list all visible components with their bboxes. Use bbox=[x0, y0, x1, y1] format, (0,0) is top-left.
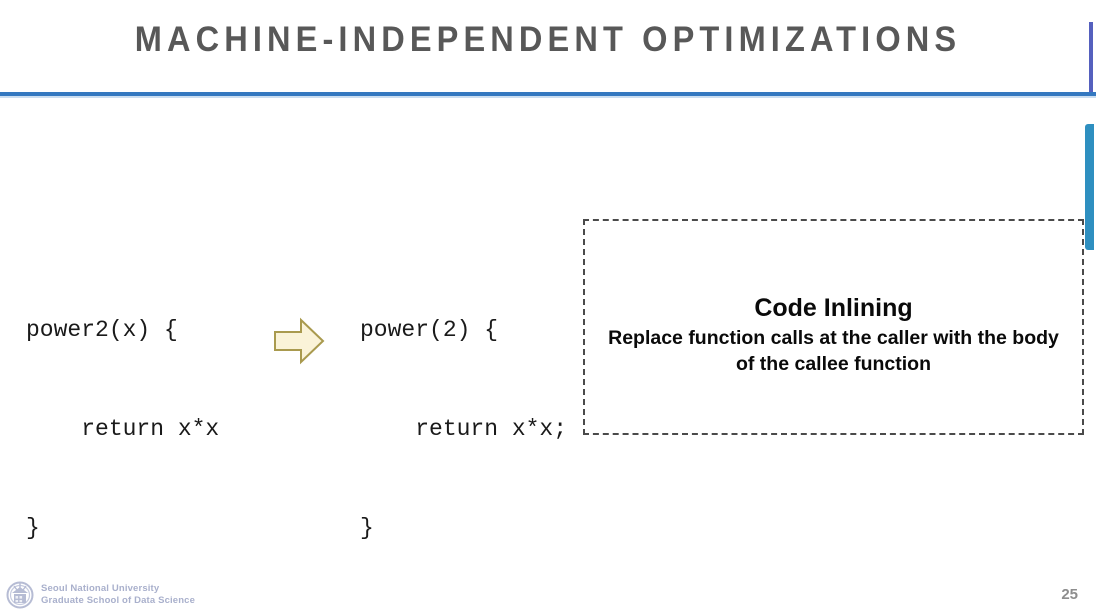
university-crest-icon bbox=[6, 581, 34, 609]
right-arrow-icon bbox=[274, 317, 325, 365]
edge-accent-bar-teal bbox=[1085, 124, 1094, 250]
code-line: } bbox=[26, 515, 40, 541]
code-line: return x*x bbox=[26, 416, 220, 442]
callout-title: Code Inlining bbox=[754, 294, 913, 322]
title-divider-rule-soft bbox=[0, 96, 1096, 98]
callout-box: Code Inlining Replace function calls at … bbox=[583, 219, 1084, 435]
title-band: MACHINE-INDEPENDENT OPTIMIZATIONS bbox=[0, 0, 1096, 92]
page-number: 25 bbox=[1061, 586, 1078, 603]
code-line: power2(x) { bbox=[26, 317, 178, 343]
footer-line-2: Graduate School of Data Science bbox=[41, 595, 196, 606]
code-line: power(2) { bbox=[360, 317, 499, 343]
edge-accent-bar-blue bbox=[1089, 22, 1093, 92]
code-line: } bbox=[360, 515, 374, 541]
code-line: return x*x; bbox=[360, 416, 568, 442]
inlined-code-block: power(2) { return x*x; } a = b * b bbox=[360, 248, 567, 612]
original-code-block: power2(x) { return x*x } a = power2(b) bbox=[26, 248, 219, 612]
callout-description: Replace function calls at the caller wit… bbox=[608, 327, 1059, 375]
footer-line-1: Seoul National University bbox=[41, 583, 160, 594]
callout-content: Code Inlining Replace function calls at … bbox=[585, 293, 1082, 377]
footer-logo: Seoul National University Graduate Schoo… bbox=[5, 580, 195, 610]
title-divider-rule bbox=[0, 92, 1096, 96]
page-title: MACHINE-INDEPENDENT OPTIMIZATIONS bbox=[134, 20, 962, 59]
footer-text: Seoul National University Graduate Schoo… bbox=[41, 583, 195, 607]
